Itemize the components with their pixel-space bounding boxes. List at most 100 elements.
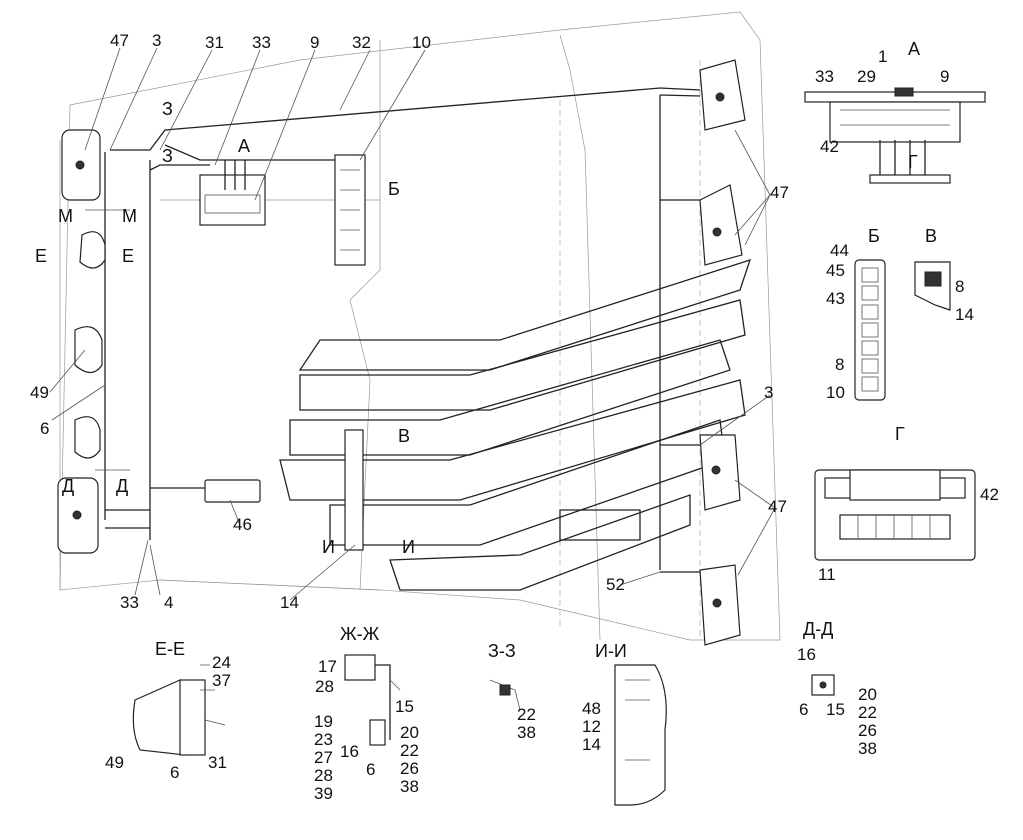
section-zhzh-callout-39: 39 — [314, 784, 333, 803]
components — [57, 59, 746, 646]
view-g-callout-11: 11 — [818, 565, 836, 584]
callout-9: 9 — [310, 33, 319, 52]
callout-33: 33 — [252, 33, 271, 52]
section-zhzh-callout-26: 26 — [400, 759, 419, 778]
callout-33-bottom: 33 — [120, 593, 139, 612]
view-b-detail — [854, 259, 886, 401]
callout-3-right: 3 — [764, 383, 773, 402]
view-arrow-v: В — [398, 426, 410, 446]
view-b-callout-43: 43 — [826, 289, 845, 308]
section-zhzh-title: Ж-Ж — [340, 624, 380, 644]
section-ii-labels: И-И 48 12 14 — [582, 641, 627, 754]
section-ii-callout-14: 14 — [582, 735, 601, 754]
section-ee — [132, 664, 226, 756]
section-dd-labels: Д-Д 16 6 15 20 22 26 38 — [797, 619, 877, 758]
section-zz-labels: З-З 22 38 — [488, 641, 536, 742]
mark-i-right: И — [402, 537, 415, 557]
view-a-title: А — [908, 39, 920, 59]
section-zhzh — [344, 654, 401, 746]
callout-31: 31 — [205, 33, 224, 52]
callout-47-right-bottom: 47 — [768, 497, 787, 516]
section-zhzh-labels: Ж-Ж 17 28 15 19 23 27 28 39 16 6 20 22 2… — [314, 624, 419, 803]
section-zhzh-callout-23: 23 — [314, 730, 333, 749]
view-a-callout-29: 29 — [857, 67, 876, 86]
section-zhzh-callout-6: 6 — [366, 760, 375, 779]
view-g-callout-42: 42 — [980, 485, 999, 504]
mark-z-bottom: З — [162, 146, 173, 166]
section-ee-callout-6: 6 — [170, 763, 179, 782]
section-zhzh-callout-19: 19 — [314, 712, 333, 731]
view-v-detail — [914, 261, 951, 311]
section-zhzh-callout-28a: 28 — [315, 677, 334, 696]
section-ii-title: И-И — [595, 641, 627, 661]
section-zz-title: З-З — [488, 641, 516, 661]
mark-m-left: М — [58, 206, 73, 226]
section-ee-labels: Е-Е 24 37 49 6 31 — [105, 639, 231, 782]
view-a-callout-9: 9 — [940, 67, 949, 86]
section-zhzh-callout-22: 22 — [400, 741, 419, 760]
section-zhzh-callout-27: 27 — [314, 748, 333, 767]
callout-52: 52 — [606, 575, 625, 594]
section-ee-callout-24: 24 — [212, 653, 231, 672]
section-ii-callout-48: 48 — [582, 699, 601, 718]
view-v-title: В — [925, 226, 937, 246]
section-zhzh-callout-16: 16 — [340, 742, 359, 761]
view-g-title: Г — [895, 424, 905, 444]
section-dd-callout-22: 22 — [858, 703, 877, 722]
section-dd-callout-15: 15 — [826, 700, 845, 719]
view-arrow-a: А — [238, 136, 250, 156]
section-ii-callout-12: 12 — [582, 717, 601, 736]
view-b-callout-8: 8 — [835, 355, 844, 374]
callout-6: 6 — [40, 419, 49, 438]
view-b-title: Б — [868, 226, 880, 246]
section-dd-callout-16: 16 — [797, 645, 816, 664]
callout-3: 3 — [152, 31, 161, 50]
section-zz-callout-38: 38 — [517, 723, 536, 742]
callout-10: 10 — [412, 33, 431, 52]
section-dd-title: Д-Д — [803, 619, 833, 639]
section-ee-callout-49: 49 — [105, 753, 124, 772]
view-b-labels: Б 44 45 43 8 10 — [826, 226, 880, 402]
view-v-callout-8: 8 — [955, 277, 964, 296]
section-ee-callout-37: 37 — [212, 671, 231, 690]
view-v-labels: В 8 14 — [925, 226, 974, 324]
view-b-callout-45: 45 — [826, 261, 845, 280]
section-dd-callout-38: 38 — [858, 739, 877, 758]
view-a-labels: А 1 33 29 9 42 Г — [815, 39, 949, 172]
callout-47: 47 — [110, 31, 129, 50]
callout-14: 14 — [280, 593, 299, 612]
view-a-callout-42: 42 — [820, 137, 839, 156]
callout-46: 46 — [233, 515, 252, 534]
section-zhzh-callout-20: 20 — [400, 723, 419, 742]
section-ee-callout-31: 31 — [208, 753, 227, 772]
view-arrow-b: Б — [388, 179, 400, 199]
callout-47-right-top: 47 — [770, 183, 789, 202]
section-zhzh-callout-38: 38 — [400, 777, 419, 796]
mark-e-left: Е — [35, 246, 47, 266]
section-zz — [489, 679, 521, 711]
section-dd-callout-20: 20 — [858, 685, 877, 704]
mark-z-top: З — [162, 99, 173, 119]
callout-49: 49 — [30, 383, 49, 402]
mark-d-left: Д — [62, 476, 74, 496]
view-g-labels: Г 42 11 — [818, 424, 999, 584]
view-a-callout-33: 33 — [815, 67, 834, 86]
section-dd-callout-26: 26 — [858, 721, 877, 740]
view-b-callout-10: 10 — [826, 383, 845, 402]
section-ii — [614, 664, 667, 806]
view-a-callout-1: 1 — [878, 47, 887, 66]
mark-d-right: Д — [116, 476, 128, 496]
section-zhzh-callout-15: 15 — [395, 697, 414, 716]
section-dd — [811, 674, 835, 696]
cab-outline — [59, 11, 781, 641]
section-dd-callout-6: 6 — [799, 700, 808, 719]
view-a-detail — [804, 87, 986, 184]
mark-e-right: Е — [122, 246, 134, 266]
view-g-detail — [814, 469, 976, 561]
view-a-mark-g: Г — [908, 152, 918, 172]
callout-32: 32 — [352, 33, 371, 52]
view-v-callout-14: 14 — [955, 305, 974, 324]
leader-lines — [49, 47, 776, 601]
mark-i-left: И — [322, 537, 335, 557]
